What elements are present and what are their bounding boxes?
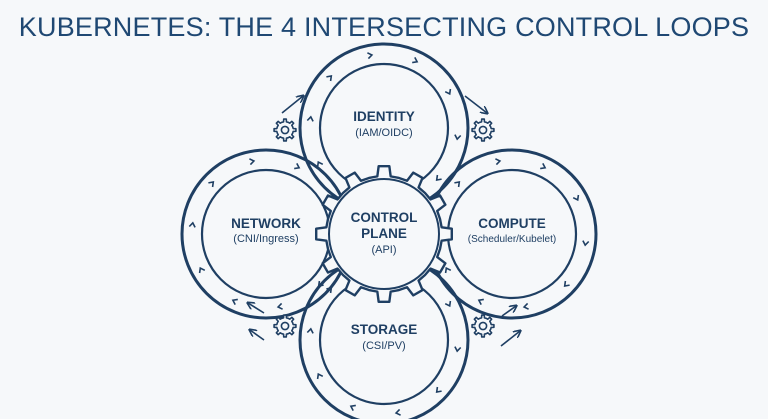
cycle-arrow-icon	[572, 194, 580, 202]
cycle-arrow-icon	[582, 240, 590, 247]
gear-icon	[471, 118, 495, 142]
cycle-arrow-icon	[477, 298, 484, 305]
storage-loop-label: STORAGE	[351, 322, 418, 337]
arrow-icon	[281, 96, 303, 114]
control-plane-label-line2: PLANE	[361, 226, 407, 241]
cycle-arrow-icon	[394, 408, 401, 416]
gear-icon	[471, 314, 495, 338]
cycle-arrow-icon	[294, 163, 301, 170]
cycle-arrow-icon	[412, 57, 419, 64]
storage-loop-detail: (CSI/PV)	[362, 340, 405, 352]
compute-loop-label: COMPUTE	[478, 216, 546, 231]
control-plane-label-line3: (API)	[371, 244, 396, 256]
cycle-arrow-icon	[188, 221, 196, 228]
identity-loop-label: IDENTITY	[353, 109, 415, 124]
arrow-icon	[501, 306, 516, 317]
gear-icon	[273, 118, 297, 142]
cycle-arrow-icon	[208, 181, 215, 188]
cycle-arrow-icon	[306, 115, 314, 122]
cycle-arrow-icon	[317, 280, 324, 287]
cycle-arrow-icon	[522, 302, 529, 310]
identity-loop-detail: (IAM/OIDC)	[355, 127, 412, 139]
arrow-icon	[464, 95, 487, 113]
cycle-arrow-icon	[495, 158, 502, 166]
control-plane-label-line1: CONTROL	[351, 210, 418, 225]
gear-icon	[273, 314, 297, 338]
cycle-arrow-icon	[349, 404, 356, 411]
cycle-arrow-icon	[444, 300, 452, 308]
cycle-arrow-icon	[249, 158, 256, 166]
cycle-arrow-icon	[231, 298, 238, 305]
compute-loop-detail: (Scheduler/Kubelet)	[468, 234, 556, 245]
control-plane-gear	[315, 165, 453, 303]
cycle-arrow-icon	[316, 372, 324, 380]
arrow-icon	[500, 331, 520, 347]
cycle-arrow-icon	[367, 52, 374, 60]
cycle-arrow-icon	[326, 75, 333, 82]
cycle-arrow-icon	[444, 88, 452, 96]
arrow-icon	[250, 330, 265, 341]
cycle-arrow-icon	[435, 174, 442, 181]
cycle-arrow-icon	[326, 287, 333, 294]
cycle-arrow-icon	[454, 181, 461, 188]
network-loop-detail: (CNI/Ingress)	[233, 233, 298, 245]
cycle-arrow-icon	[454, 134, 462, 141]
cycle-arrow-icon	[540, 163, 547, 170]
cycle-arrow-icon	[198, 266, 206, 274]
cycle-arrow-icon	[435, 386, 442, 393]
cycle-arrow-icon	[276, 302, 283, 310]
cycle-arrow-icon	[316, 160, 324, 168]
diagram-title: KUBERNETES: THE 4 INTERSECTING CONTROL L…	[18, 12, 750, 42]
cycle-arrow-icon	[306, 327, 314, 334]
arrow-icon	[248, 303, 265, 314]
cycle-arrow-icon	[563, 280, 570, 287]
network-loop-label: NETWORK	[231, 216, 301, 231]
cycle-arrow-icon	[454, 346, 462, 353]
cycle-arrow-icon	[444, 266, 452, 274]
